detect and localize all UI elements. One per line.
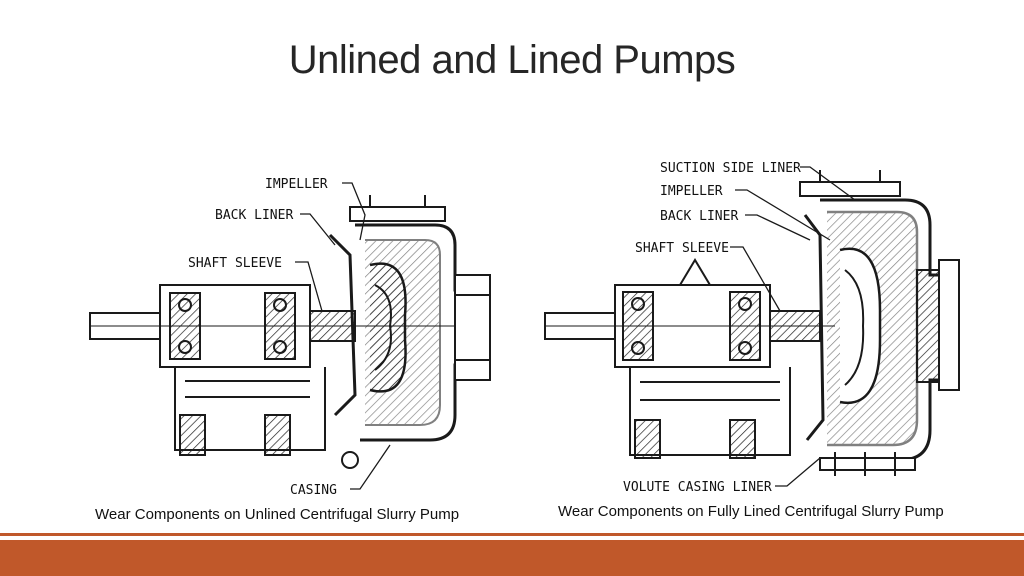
back-liner [328,233,357,417]
impeller [839,247,882,405]
caption-unlined: Wear Components on Unlined Centrifugal S… [95,506,460,523]
label-shaft-sleeve: SHAFT SLEEVE [635,241,729,256]
back-liner [803,214,825,441]
label-back-liner: BACK LINER [660,209,738,224]
impeller [369,262,407,393]
lined-pump-diagram: SUCTION SIDE LINER IMPELLER BACK LINER S… [535,140,965,505]
label-casing: CASING [290,483,337,498]
label-impeller: IMPELLER [660,184,723,199]
suction-side-liner [916,269,940,383]
lined-pump-drawing: SUCTION SIDE LINER IMPELLER BACK LINER S… [544,161,960,495]
unlined-pump-drawing: IMPELLER BACK LINER SHAFT SLEEVE CASING [89,177,491,498]
caption-lined: Wear Components on Fully Lined Centrifug… [558,503,944,520]
footer-accent-line [0,533,1024,536]
shaft-sleeve [309,310,356,342]
label-shaft-sleeve: SHAFT SLEEVE [188,256,282,271]
unlined-pump-diagram: IMPELLER BACK LINER SHAFT SLEEVE CASING [60,115,510,505]
label-impeller: IMPELLER [265,177,328,192]
label-back-liner: BACK LINER [215,208,293,223]
label-suction-side-liner: SUCTION SIDE LINER [660,161,801,176]
slide-title: Unlined and Lined Pumps [288,38,736,82]
shaft-sleeve [769,310,821,342]
footer-accent-bar [0,540,1024,576]
label-volute-casing-liner: VOLUTE CASING LINER [623,480,772,495]
